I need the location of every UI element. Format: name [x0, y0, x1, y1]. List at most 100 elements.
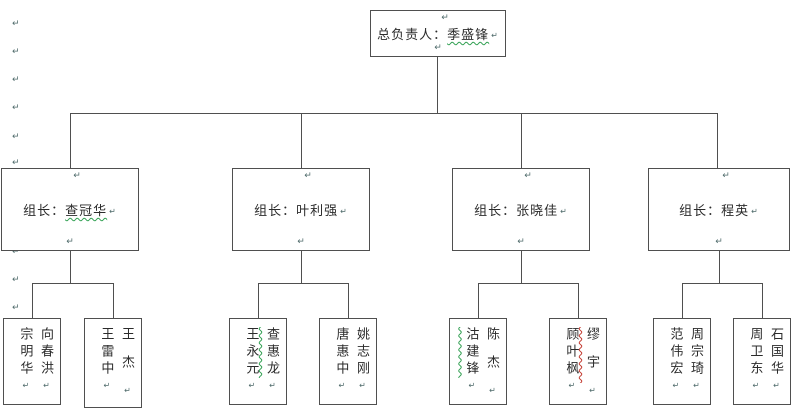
connector-line	[348, 284, 349, 318]
paragraph-mark: ↵	[42, 381, 51, 390]
member-name: 周宗琦↵	[689, 327, 704, 390]
leader-name: 查冠华	[65, 203, 108, 218]
member-box-4[interactable]: 姚志刚↵ 唐惠中↵	[319, 318, 377, 405]
paragraph-mark: ↵	[12, 303, 20, 313]
member-name: 唐惠中↵	[334, 327, 350, 390]
member-name: 查惠龙↵	[265, 327, 280, 390]
member-box-2[interactable]: 王杰↵ 王雷中↵	[84, 318, 142, 408]
member-names: 石国华↵ 周卫东↵	[734, 327, 790, 402]
member-name: 范伟宏↵	[668, 327, 684, 390]
connector-line	[32, 284, 33, 318]
connector-line	[258, 283, 349, 284]
member-name: 石国华↵	[769, 327, 784, 390]
member-name: 姚志刚↵	[355, 327, 370, 390]
member-name: 沽建锋↵	[464, 327, 480, 390]
connector-line	[437, 57, 438, 113]
leader-label: 组长：	[679, 203, 722, 218]
paragraph-mark: ↵	[751, 207, 759, 216]
paragraph-mark: ↵	[66, 237, 74, 247]
member-names: 周宗琦↵ 范伟宏↵	[654, 327, 710, 402]
paragraph-mark: ↵	[441, 13, 449, 23]
group-leader-title: 组长：叶利强↵	[254, 200, 348, 219]
connector-line	[301, 114, 302, 168]
paragraph-mark: ↵	[12, 75, 20, 85]
connector-line	[521, 114, 522, 168]
paragraph-mark: ↵	[340, 207, 348, 216]
connector-line	[762, 284, 763, 318]
member-names: 王杰↵ 王雷中↵	[85, 327, 141, 405]
group-leader-box-3[interactable]: ↵ 组长：张晓佳↵ ↵	[452, 168, 590, 251]
paragraph-mark: ↵	[123, 386, 132, 395]
group-leader-box-4[interactable]: ↵ 组长：程英↵ ↵	[648, 168, 790, 251]
connector-line	[301, 251, 302, 283]
paragraph-mark: ↵	[12, 275, 20, 285]
member-name: 顾叶枫↵	[564, 327, 580, 390]
member-name: 王永元↵	[244, 327, 260, 390]
root-name: 季盛锋	[447, 27, 490, 42]
paragraph-mark: ↵	[304, 171, 312, 181]
paragraph-mark: ↵	[12, 103, 20, 113]
leader-label: 组长：	[23, 203, 66, 218]
connector-line	[70, 251, 71, 283]
member-names: 姚志刚↵ 唐惠中↵	[320, 327, 376, 402]
member-names: 陈杰↵ 沽建锋↵	[450, 327, 506, 402]
member-name: 缪宇↵	[585, 327, 600, 395]
paragraph-mark: ↵	[12, 158, 20, 168]
leader-label: 组长：	[474, 203, 517, 218]
connector-line	[521, 251, 522, 283]
paragraph-mark: ↵	[588, 386, 597, 395]
paragraph-mark: ↵	[73, 171, 81, 181]
paragraph-mark: ↵	[488, 386, 497, 395]
connector-line	[717, 114, 718, 168]
member-name: 陈杰↵	[485, 327, 500, 395]
leader-name: 张晓佳	[516, 203, 559, 218]
paragraph-mark: ↵	[524, 171, 532, 181]
paragraph-mark: ↵	[751, 381, 761, 390]
paragraph-mark: ↵	[337, 381, 347, 390]
paragraph-mark: ↵	[567, 381, 577, 390]
paragraph-mark: ↵	[715, 237, 723, 247]
connector-line	[682, 284, 683, 318]
paragraph-mark: ↵	[109, 207, 117, 216]
paragraph-mark: ↵	[12, 19, 20, 29]
paragraph-mark: ↵	[21, 381, 31, 390]
member-box-3[interactable]: 查惠龙↵ 王永元↵	[229, 318, 287, 405]
paragraph-mark: ↵	[358, 381, 367, 390]
connector-line	[113, 284, 114, 318]
paragraph-mark: ↵	[517, 237, 525, 247]
root-box[interactable]: ↵ 总负责人：季盛锋↵ ↵	[370, 10, 506, 57]
root-title: 总负责人：季盛锋↵	[377, 24, 499, 43]
paragraph-mark: ↵	[491, 31, 499, 40]
paragraph-mark: ↵	[268, 381, 277, 390]
paragraph-mark: ↵	[722, 171, 730, 181]
group-leader-box-2[interactable]: ↵ 组长：叶利强↵ ↵	[232, 168, 370, 251]
connector-line	[719, 251, 720, 283]
paragraph-mark: ↵	[467, 381, 477, 390]
connector-line	[70, 114, 71, 168]
member-name: 周卫东↵	[748, 327, 764, 390]
group-leader-title: 组长：程英↵	[679, 200, 759, 219]
paragraph-mark: ↵	[12, 47, 20, 57]
root-label: 总负责人：	[377, 27, 448, 42]
member-names: 向春洪↵ 宗明华↵	[4, 327, 60, 402]
member-name: 宗明华↵	[18, 327, 34, 390]
connector-line	[258, 284, 259, 318]
paragraph-mark: ↵	[102, 381, 112, 390]
member-box-5[interactable]: 陈杰↵ 沽建锋↵	[449, 318, 507, 405]
connector-line	[478, 284, 479, 318]
paragraph-mark: ↵	[560, 207, 568, 216]
paragraph-mark: ↵	[772, 381, 781, 390]
member-box-8[interactable]: 石国华↵ 周卫东↵	[733, 318, 791, 405]
member-box-7[interactable]: 周宗琦↵ 范伟宏↵	[653, 318, 711, 405]
group-leader-box-1[interactable]: ↵ 组长：查冠华↵ ↵	[1, 168, 139, 251]
member-box-6[interactable]: 缪宇↵ 顾叶枫↵	[549, 318, 607, 405]
leader-name: 程英	[721, 203, 750, 218]
member-names: 缪宇↵ 顾叶枫↵	[550, 327, 606, 402]
paragraph-mark: ↵	[434, 43, 442, 53]
group-leader-title: 组长：查冠华↵	[23, 200, 117, 219]
paragraph-mark: ↵	[12, 247, 20, 257]
connector-line	[682, 283, 763, 284]
connector-line	[70, 113, 718, 114]
member-box-1[interactable]: 向春洪↵ 宗明华↵	[3, 318, 61, 405]
